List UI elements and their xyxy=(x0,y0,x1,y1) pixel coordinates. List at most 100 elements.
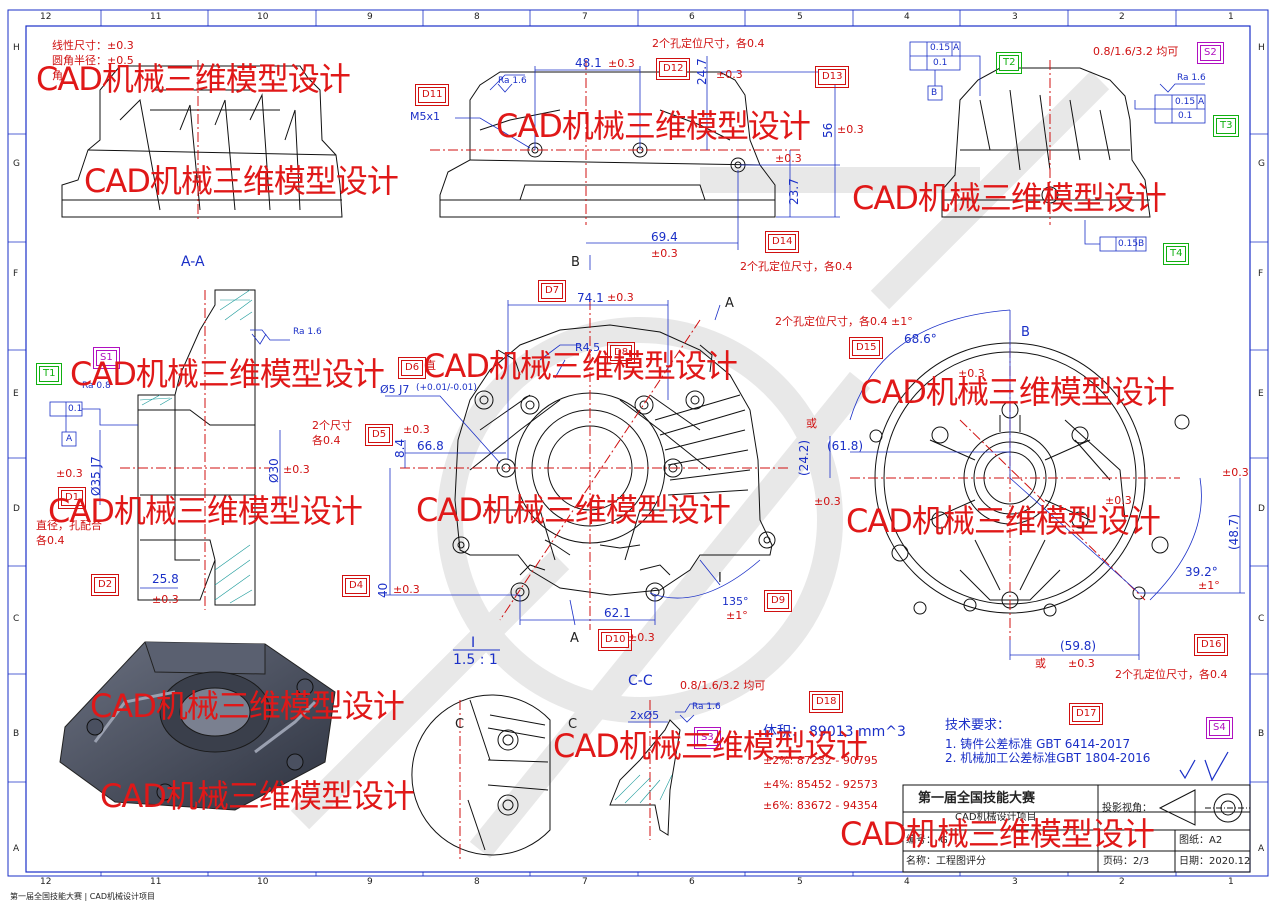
title-page: 页码：2/3 xyxy=(1103,856,1150,867)
volume-range-2: ±2%: 87232 - 90795 xyxy=(763,754,878,767)
zone-col-9-bottom: 9 xyxy=(367,877,373,887)
zone-col-11: 11 xyxy=(150,12,162,22)
tag-t3: T3 xyxy=(1212,115,1241,137)
watermark-11: CAD机械三维模型设计 xyxy=(90,687,405,725)
dim-23-7: 23.7 xyxy=(787,178,801,205)
zone-row-c: C xyxy=(13,614,20,624)
volume-value: 89013 mm^3 xyxy=(809,724,906,740)
dim-135deg-tol: ±1° xyxy=(726,609,748,622)
dim-24-2: (24.2) xyxy=(797,439,811,476)
tag-d10: D10 xyxy=(597,629,633,651)
view-label-b: B xyxy=(1021,325,1030,340)
gdt-top-datum-a: A xyxy=(953,43,960,53)
zone-ticks xyxy=(8,10,1268,876)
cut-label-c-right: C xyxy=(568,717,578,732)
dim-8-4: 8.4 xyxy=(393,438,407,458)
title-event: 第一届全国技能大赛 xyxy=(918,791,1036,806)
zone-col-8: 8 xyxy=(474,12,480,22)
zone-col-1: 1 xyxy=(1228,12,1234,22)
detail-marker-i: I xyxy=(718,571,722,586)
section-aa-label: A-A xyxy=(181,254,205,270)
dim-62-1-tol: ±0.3 xyxy=(628,631,655,644)
zone-col-10: 10 xyxy=(257,12,269,22)
tag-s4: S4 xyxy=(1206,717,1233,739)
cut-label-b-top: B xyxy=(571,255,580,270)
zone-row-e: E xyxy=(13,389,19,399)
section-cc-view xyxy=(609,700,681,840)
note-two-hole-top: 2个孔定位尺寸，各0.4 xyxy=(652,37,765,50)
zone-col-6: 6 xyxy=(689,12,695,22)
tag-d8: D8 xyxy=(606,342,636,364)
note-straight: 直 xyxy=(425,359,436,372)
gdt-right-datum-a: A xyxy=(1198,97,1205,107)
zone-col-11-bottom: 11 xyxy=(150,877,162,887)
dim-d30: Ø30 xyxy=(267,458,281,483)
dim-d35-j7: Ø35 J7 xyxy=(89,456,103,496)
gdt-datum-b: B xyxy=(931,88,938,98)
title-sheet-size: 图纸：A2 xyxy=(1179,835,1223,846)
note-two-hole-mid: 2个孔定位尺寸，各0.4 xyxy=(740,260,853,273)
title-date: 日期：2020.12 xyxy=(1179,856,1251,867)
zone-col-5: 5 xyxy=(797,12,803,22)
check-marks xyxy=(1179,751,1229,782)
zone-row-f-right: F xyxy=(1258,269,1264,279)
zone-row-h-right: H xyxy=(1258,43,1265,53)
note-dia-fit-b: 各0.4 xyxy=(36,534,65,547)
tag-d6: D6 xyxy=(397,357,427,379)
dim-66-8: 66.8 xyxy=(417,439,444,453)
title-block-frame xyxy=(902,784,1251,873)
watermark-13: CAD机械三维模型设计 xyxy=(100,777,415,815)
tag-d14: D14 xyxy=(764,231,800,253)
tag-d1: D1 xyxy=(57,487,87,509)
rough-ra16-cc: Ra 1.6 xyxy=(692,702,721,712)
watermark-12: CAD机械三维模型设计 xyxy=(553,727,868,765)
watermark-3: CAD机械三维模型设计 xyxy=(496,107,811,145)
volume-label: 体积： xyxy=(763,724,805,740)
tag-s1: S1 xyxy=(93,347,120,369)
zone-col-1-bottom: 1 xyxy=(1228,877,1234,887)
note-two-hole-right: 2个孔定位尺寸，各0.4 ±1° xyxy=(775,315,913,328)
section-cc-hatch xyxy=(614,774,673,804)
zone-col-2-bottom: 2 xyxy=(1119,877,1125,887)
title-projection: 投影视角： xyxy=(1102,803,1152,814)
rough-ra08-aa: Ra 0.8 xyxy=(82,381,111,391)
section-aa-dims xyxy=(49,329,290,589)
dim-69-4: 69.4 xyxy=(651,230,678,244)
dim-39-2deg-tol: ±1° xyxy=(1198,579,1220,592)
zone-col-3-bottom: 3 xyxy=(1012,877,1018,887)
zone-row-b: B xyxy=(13,729,20,739)
dim-48-7: (48.7) xyxy=(1227,513,1241,550)
zone-row-h: H xyxy=(13,43,20,53)
title-name: 名称：工程图评分 xyxy=(906,856,986,867)
watermark-2: CAD机械三维模型设计 xyxy=(84,162,399,200)
dim-39-2deg: 39.2° xyxy=(1185,565,1218,579)
tag-d5: D5 xyxy=(364,424,394,446)
dim-40: 40 xyxy=(376,582,390,598)
tech-req-title: 技术要求： xyxy=(945,718,1011,733)
tag-d2: D2 xyxy=(90,574,120,596)
watermark-5: CAD机械三维模型设计 xyxy=(70,355,385,393)
dim-24-7: 24.7 xyxy=(695,58,709,85)
dim-25-8: 25.8 xyxy=(152,572,179,586)
note-angle-tolerance: 角 xyxy=(52,69,63,82)
title-number-label: 编号： xyxy=(906,835,936,846)
section-cc-dims xyxy=(628,703,720,723)
zone-row-c-right: C xyxy=(1258,614,1265,624)
section-aa-view xyxy=(120,289,270,610)
main-front-dims xyxy=(385,300,761,626)
zone-row-a-right: A xyxy=(1258,844,1265,854)
detail-i-label: I xyxy=(471,635,476,651)
watermark-14: CAD机械三维模型设计 xyxy=(840,815,1155,853)
zone-col-7-bottom: 7 xyxy=(582,877,588,887)
tag-d15: D15 xyxy=(848,337,884,359)
dim-2xd5: 2xØ5 xyxy=(630,709,660,722)
isometric-3d-view xyxy=(59,641,336,811)
tag-d18: D18 xyxy=(808,691,844,713)
zone-col-7: 7 xyxy=(582,12,588,22)
dim-59-8-tol: ±0.3 xyxy=(1068,657,1095,670)
gdt-aa-datum: A xyxy=(66,434,73,444)
cut-label-c-left: C xyxy=(455,717,465,732)
dim-62-1: 62.1 xyxy=(604,606,631,620)
dim-74-1-tol: ±0.3 xyxy=(607,291,634,304)
dim-d30-tol: ±0.3 xyxy=(283,463,310,476)
